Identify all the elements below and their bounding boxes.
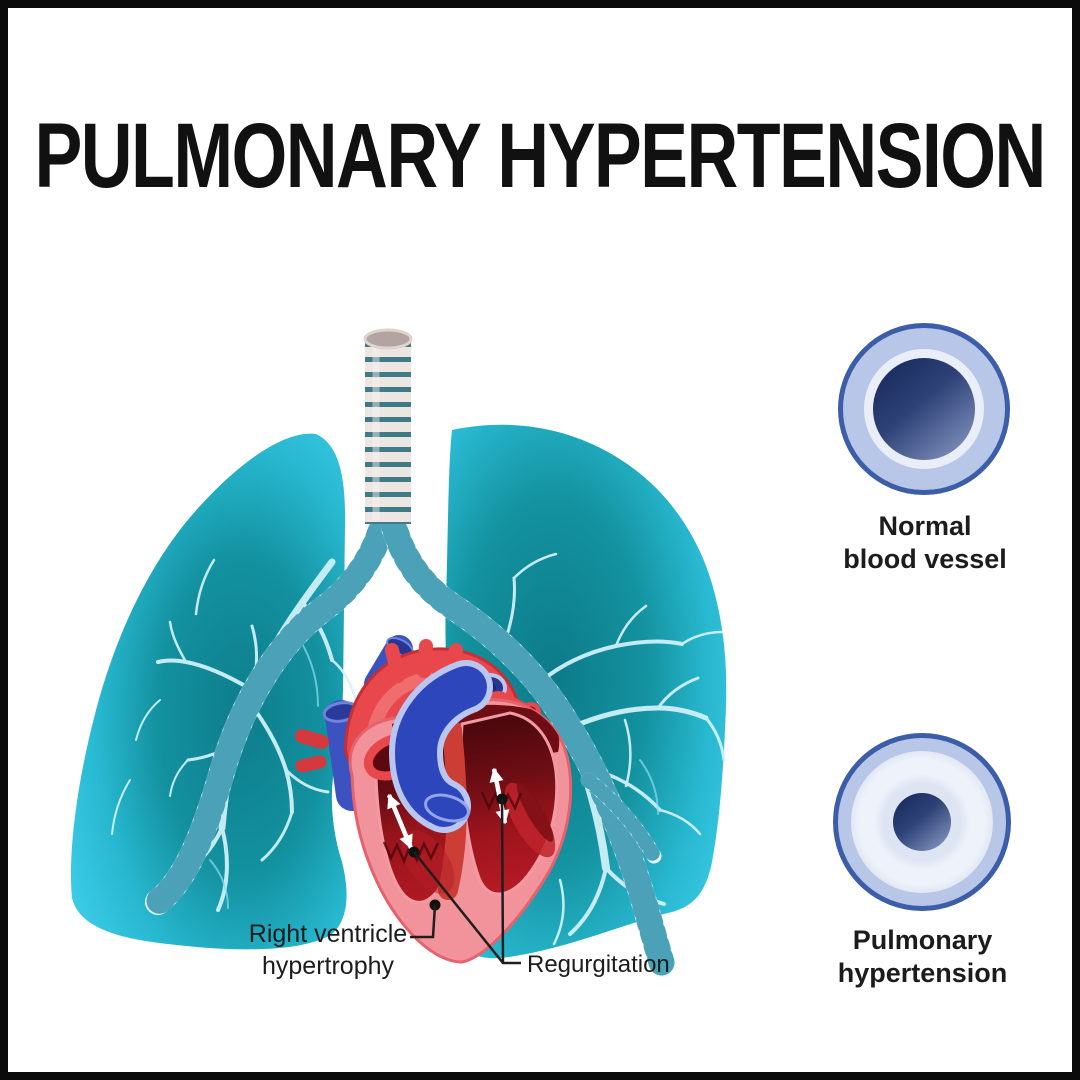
left-main-bronchus — [145, 507, 397, 915]
label-normal-vessel: Normal blood vessel — [843, 511, 1007, 574]
normal-vessel-lumen — [873, 358, 975, 460]
trachea — [363, 328, 413, 524]
pulmonary-trunk — [388, 660, 493, 833]
leader-right-ventricle — [410, 904, 437, 939]
leader-lines — [410, 798, 521, 965]
ph-vessel-diagram — [833, 733, 1011, 911]
ph-vessel-thickened-wall — [851, 751, 993, 893]
label-ph-vessel: Pulmonary hypertension — [837, 925, 1008, 988]
leader-regurgitation-right — [500, 798, 505, 964]
header: PULMONARY HYPERTENSION — [0, 110, 1080, 202]
ph-vessel-narrowed-lumen — [893, 793, 951, 851]
label-right-ventricle-hypertrophy: Right ventricle hypertrophy — [248, 920, 408, 980]
page-title: PULMONARY HYPERTENSION — [34, 105, 1047, 207]
right-main-bronchus — [379, 507, 675, 977]
normal-vessel-wall — [864, 349, 984, 469]
label-regurgitation: Regurgitation — [527, 951, 670, 978]
pulmonary-vein-stub — [295, 729, 329, 749]
left-lung-shape — [70, 433, 347, 950]
trachea-opening — [363, 328, 413, 350]
heart — [295, 635, 573, 964]
pulmonary-vein-stub — [295, 755, 327, 773]
normal-vessel-diagram — [838, 323, 1010, 495]
